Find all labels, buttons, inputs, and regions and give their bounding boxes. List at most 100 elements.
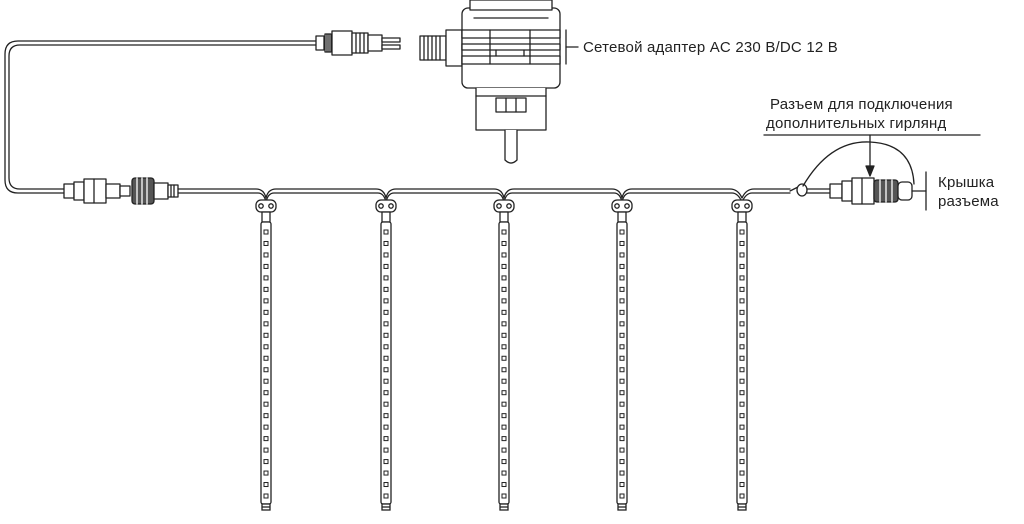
- led-dot: [501, 309, 507, 315]
- led-dot: [619, 344, 625, 350]
- cap-label-line2: разъема: [938, 193, 999, 210]
- connector-label-line1: Разъем для подключения: [770, 96, 953, 113]
- led-dot: [739, 252, 745, 258]
- led-dot: [383, 263, 389, 269]
- led-dot: [619, 275, 625, 281]
- led-dot: [383, 344, 389, 350]
- led-dot: [501, 229, 507, 235]
- led-dot: [263, 447, 269, 453]
- led-dot: [263, 424, 269, 430]
- led-dot: [263, 286, 269, 292]
- led-dot: [501, 252, 507, 258]
- led-dot: [501, 493, 507, 499]
- led-dot: [739, 321, 745, 327]
- dc-plug-connector: [315, 30, 401, 56]
- led-dot: [263, 332, 269, 338]
- led-dot: [739, 493, 745, 499]
- led-dot: [383, 229, 389, 235]
- led-dot: [263, 355, 269, 361]
- adapter-label: Сетевой адаптер AC 230 B/DC 12 B: [583, 39, 838, 56]
- led-dot: [739, 424, 745, 430]
- led-dot: [739, 355, 745, 361]
- led-dot: [619, 447, 625, 453]
- led-dot: [739, 286, 745, 292]
- led-dot: [619, 459, 625, 465]
- icicle-tube: [611, 199, 633, 511]
- led-dot: [501, 355, 507, 361]
- led-dot: [383, 482, 389, 488]
- led-dot: [383, 298, 389, 304]
- led-dot: [263, 321, 269, 327]
- led-dot: [501, 378, 507, 384]
- led-dot: [619, 309, 625, 315]
- led-dot: [739, 298, 745, 304]
- led-dot: [263, 252, 269, 258]
- led-dot: [619, 378, 625, 384]
- icicle-tubes: [255, 199, 753, 511]
- led-dot: [619, 367, 625, 373]
- led-dot: [739, 390, 745, 396]
- led-dot: [619, 470, 625, 476]
- led-dot: [501, 447, 507, 453]
- led-dot: [619, 355, 625, 361]
- led-dot: [501, 401, 507, 407]
- led-dot: [501, 286, 507, 292]
- led-dot: [263, 229, 269, 235]
- led-dot: [739, 263, 745, 269]
- led-dot: [263, 390, 269, 396]
- led-dot: [501, 413, 507, 419]
- led-dot: [501, 263, 507, 269]
- led-dot: [619, 436, 625, 442]
- led-dot: [263, 436, 269, 442]
- led-dot: [619, 298, 625, 304]
- led-dot: [263, 378, 269, 384]
- led-dot: [501, 482, 507, 488]
- led-dot: [383, 447, 389, 453]
- led-dot: [501, 321, 507, 327]
- led-dot: [263, 263, 269, 269]
- led-dot: [263, 470, 269, 476]
- led-dot: [383, 355, 389, 361]
- led-dot: [501, 424, 507, 430]
- icicle-tube: [375, 199, 397, 511]
- led-dot: [619, 493, 625, 499]
- led-dot: [619, 321, 625, 327]
- led-dot: [263, 344, 269, 350]
- led-dot: [619, 482, 625, 488]
- led-dot: [263, 240, 269, 246]
- led-dot: [383, 321, 389, 327]
- led-dot: [739, 401, 745, 407]
- led-dot: [263, 413, 269, 419]
- led-dot: [501, 332, 507, 338]
- led-dot: [501, 240, 507, 246]
- led-dot: [619, 240, 625, 246]
- led-dot: [383, 378, 389, 384]
- led-dot: [739, 413, 745, 419]
- led-dot: [383, 252, 389, 258]
- led-dot: [739, 447, 745, 453]
- led-dot: [383, 470, 389, 476]
- led-dot: [383, 424, 389, 430]
- led-dot: [501, 390, 507, 396]
- led-dot: [501, 459, 507, 465]
- led-dot: [619, 286, 625, 292]
- icicle-tube: [731, 199, 753, 511]
- led-dot: [739, 470, 745, 476]
- led-dot: [739, 240, 745, 246]
- led-dot: [383, 286, 389, 292]
- led-dot: [619, 263, 625, 269]
- led-dot: [263, 309, 269, 315]
- led-dot: [501, 436, 507, 442]
- output-connector: [789, 141, 927, 205]
- connector-label-line2: дополнительных гирлянд: [766, 115, 947, 132]
- led-dot: [619, 424, 625, 430]
- led-dot: [383, 459, 389, 465]
- led-dot: [263, 298, 269, 304]
- led-dot: [739, 436, 745, 442]
- cap-label-line1: Крышка: [938, 174, 995, 191]
- led-dot: [383, 275, 389, 281]
- icicle-tube: [255, 199, 277, 511]
- led-dot: [619, 401, 625, 407]
- led-dot: [263, 482, 269, 488]
- led-dot: [501, 298, 507, 304]
